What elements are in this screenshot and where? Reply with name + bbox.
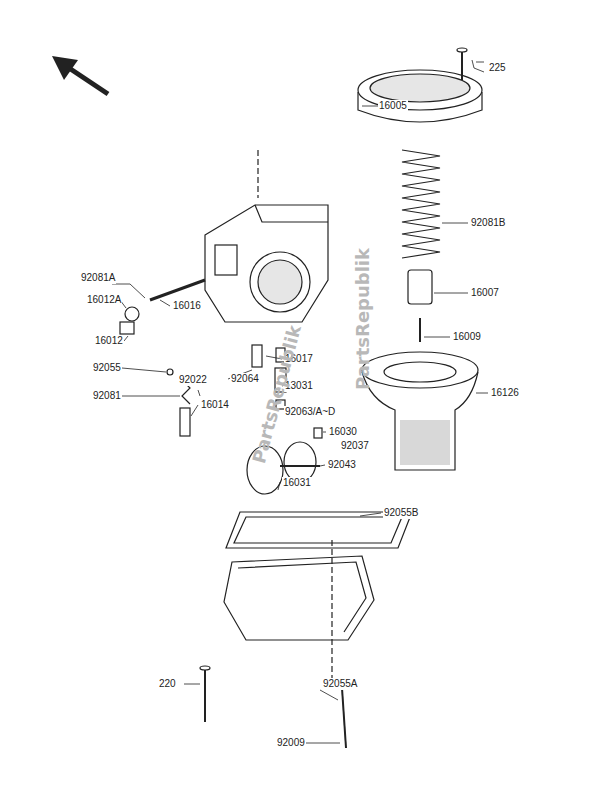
callout-number: 16005 xyxy=(378,100,408,112)
callout-number: 92022 xyxy=(178,374,208,386)
callout-number: 92037 xyxy=(340,440,370,452)
float-pin xyxy=(280,465,320,467)
intake-bore-inner xyxy=(258,260,302,304)
float xyxy=(284,442,316,482)
intake-bore xyxy=(250,252,310,312)
arrow-head xyxy=(52,56,78,80)
needle-holder xyxy=(408,270,432,304)
jet xyxy=(252,345,262,367)
callout-number: 92081B xyxy=(470,217,506,229)
pilot-screw xyxy=(150,280,205,300)
callout-number: 16016 xyxy=(172,300,202,312)
direction-arrow xyxy=(66,66,108,94)
body-boss xyxy=(215,245,237,275)
screw xyxy=(204,668,206,722)
float-valve xyxy=(314,428,322,438)
screw xyxy=(461,50,463,80)
jet-needle xyxy=(419,318,421,342)
spring xyxy=(402,150,440,258)
callout-number: 16014 xyxy=(200,399,230,411)
callout-number: 92064 xyxy=(230,373,260,385)
callout-number: 16009 xyxy=(452,331,482,343)
o-ring xyxy=(167,369,173,375)
carburetor-body xyxy=(205,205,328,322)
callout-number: 92043 xyxy=(327,459,357,471)
float-bowl xyxy=(224,556,374,640)
watermark: PartsRepublik xyxy=(352,247,373,389)
assembly-line xyxy=(257,150,258,198)
piston-body xyxy=(362,372,478,470)
top-cover xyxy=(358,70,482,110)
callout-number: 16012 xyxy=(94,335,124,347)
screw-head xyxy=(457,48,467,52)
callout-number: 220 xyxy=(158,678,177,690)
callout-number: 16012A xyxy=(86,294,122,306)
pilot-jet xyxy=(180,408,190,436)
drain-screw xyxy=(342,688,346,748)
callout-number: 92055B xyxy=(383,507,419,519)
callout-number: 92063/A~D xyxy=(284,406,336,418)
callout-number: 92055A xyxy=(322,678,358,690)
top-cover-dome xyxy=(370,74,470,102)
body-edge xyxy=(255,205,328,222)
callout-number: 16030 xyxy=(328,426,358,438)
callout-number: 92009 xyxy=(276,737,306,749)
plug xyxy=(120,322,134,334)
callout-number: 92081A xyxy=(80,272,116,284)
callout-number: 92055 xyxy=(92,362,122,374)
callout-number: 225 xyxy=(488,62,507,74)
float-bowl-edge xyxy=(238,562,366,632)
screw-head xyxy=(200,666,210,670)
assembly-line xyxy=(331,540,332,680)
vacuum-piston xyxy=(362,352,478,388)
callout-number: 16126 xyxy=(490,387,520,399)
gasket-inner xyxy=(234,517,402,543)
watermark: PartsRepublik xyxy=(248,322,305,465)
callout-number: 92081 xyxy=(92,390,122,402)
piston-rim xyxy=(384,362,456,382)
screw-cap xyxy=(125,307,139,321)
callout-number: 16007 xyxy=(470,287,500,299)
leader-lines xyxy=(112,60,488,743)
piston-shade xyxy=(400,420,450,465)
callout-number: 16031 xyxy=(282,477,312,489)
